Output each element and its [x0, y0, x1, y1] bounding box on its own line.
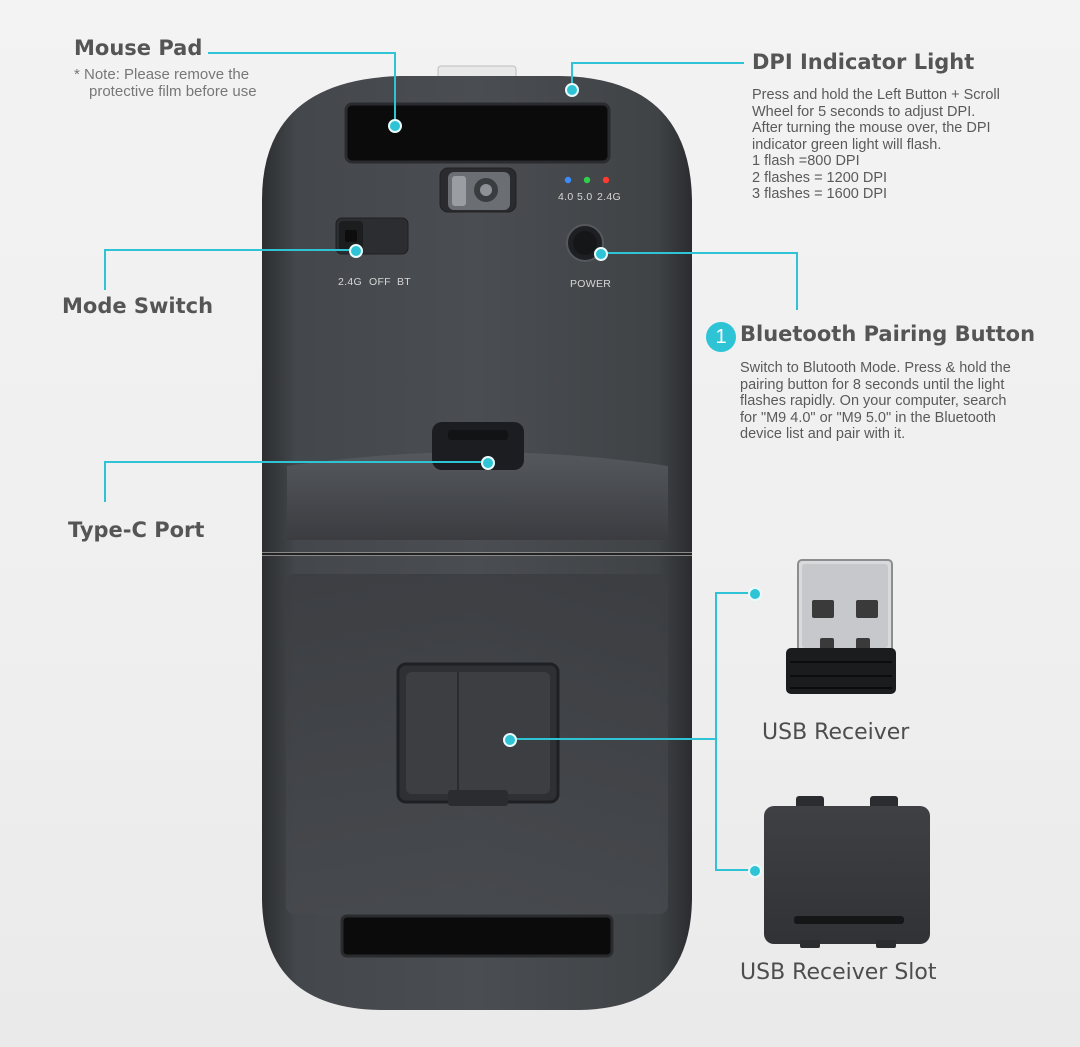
dpi-line: indicator green light will flash.	[752, 136, 942, 153]
usb-receiver-title: USB Receiver	[762, 720, 910, 745]
leader-usb-bottom-h	[715, 869, 753, 871]
bluetooth-line: flashes rapidly. On your computer, searc…	[740, 393, 1007, 409]
mouse-hinge-cap	[287, 452, 668, 540]
usb-slot-title: USB Receiver Slot	[740, 960, 937, 985]
leader-typec-h	[104, 461, 486, 463]
dpi-line: Wheel for 5 seconds to adjust DPI.	[752, 103, 976, 120]
top-mouse-pad	[344, 102, 611, 164]
dot-mode-switch	[349, 244, 363, 258]
leader-bt-v	[796, 252, 798, 310]
dot-dpi	[565, 83, 579, 97]
mouse-pad-note-line2: protective film before use	[89, 82, 257, 100]
dpi-description: Press and hold the Left Button + Scroll …	[752, 87, 1000, 203]
mouse-pad-title: Mouse Pad	[74, 36, 203, 60]
led-label-24g: 2.4G	[597, 191, 621, 203]
dot-usb-receiver	[748, 587, 762, 601]
leader-typec-v	[104, 462, 106, 502]
leader-mode-h	[104, 249, 354, 251]
leader-mouse-pad-h	[208, 52, 396, 54]
leader-usb-v	[715, 592, 717, 870]
bluetooth-line: device list and pair with it.	[740, 426, 906, 442]
dot-slot	[503, 733, 517, 747]
usb-slot-illustration	[764, 796, 930, 948]
power-label: POWER	[570, 278, 612, 290]
bluetooth-line: for "M9 4.0" or "M9 5.0" in the Bluetoot…	[740, 409, 996, 426]
bottom-mouse-pad	[340, 914, 614, 958]
dpi-line: Press and hold the Left Button + Scroll	[752, 87, 1000, 103]
mode-switch-title: Mode Switch	[62, 294, 214, 318]
dot-usb-slot	[748, 864, 762, 878]
led-green	[583, 176, 591, 184]
dpi-line: After turning the mouse over, the DPI	[752, 120, 991, 136]
leader-dpi-h	[572, 62, 744, 64]
led-red	[602, 176, 610, 184]
leader-slot-h	[512, 738, 716, 740]
leader-mouse-pad-v	[394, 52, 396, 124]
dot-mouse-pad	[388, 119, 402, 133]
switch-label-bt: BT	[397, 276, 412, 288]
dpi-title: DPI Indicator Light	[752, 50, 975, 74]
led-blue	[564, 176, 572, 184]
dot-bt	[594, 247, 608, 261]
bluetooth-description: Switch to Blutooth Mode. Press & hold th…	[740, 360, 1011, 443]
mouse-pad-note-line1: * Note: Please remove the	[74, 66, 250, 83]
led-label-40: 4.0	[558, 191, 574, 203]
bluetooth-line: pairing button for 8 seconds until the l…	[740, 376, 1005, 393]
leader-usb-top-h	[715, 592, 753, 594]
dpi-line: 3 flashes = 1600 DPI	[752, 186, 888, 202]
leader-dpi-v	[571, 62, 573, 88]
led-label-50: 5.0	[577, 191, 593, 203]
dpi-line: 2 flashes = 1200 DPI	[752, 169, 888, 186]
switch-label-24g: 2.4G	[338, 276, 362, 288]
dot-typec	[481, 456, 495, 470]
bluetooth-line: Switch to Blutooth Mode. Press & hold th…	[740, 360, 1011, 376]
mouse-upper-body	[262, 76, 692, 552]
type-c-title: Type-C Port	[68, 518, 205, 542]
leader-bt-h	[596, 252, 798, 254]
step-badge: 1	[706, 322, 736, 352]
dpi-line: 1 flash =800 DPI	[752, 153, 860, 169]
usb-receiver-illustration	[786, 559, 896, 694]
mouse-pad-note: * Note: Please remove the protective fil…	[74, 66, 257, 100]
leader-mode-v	[104, 250, 106, 290]
switch-label-off: OFF	[369, 276, 391, 288]
bluetooth-title: Bluetooth Pairing Button	[740, 322, 1036, 346]
